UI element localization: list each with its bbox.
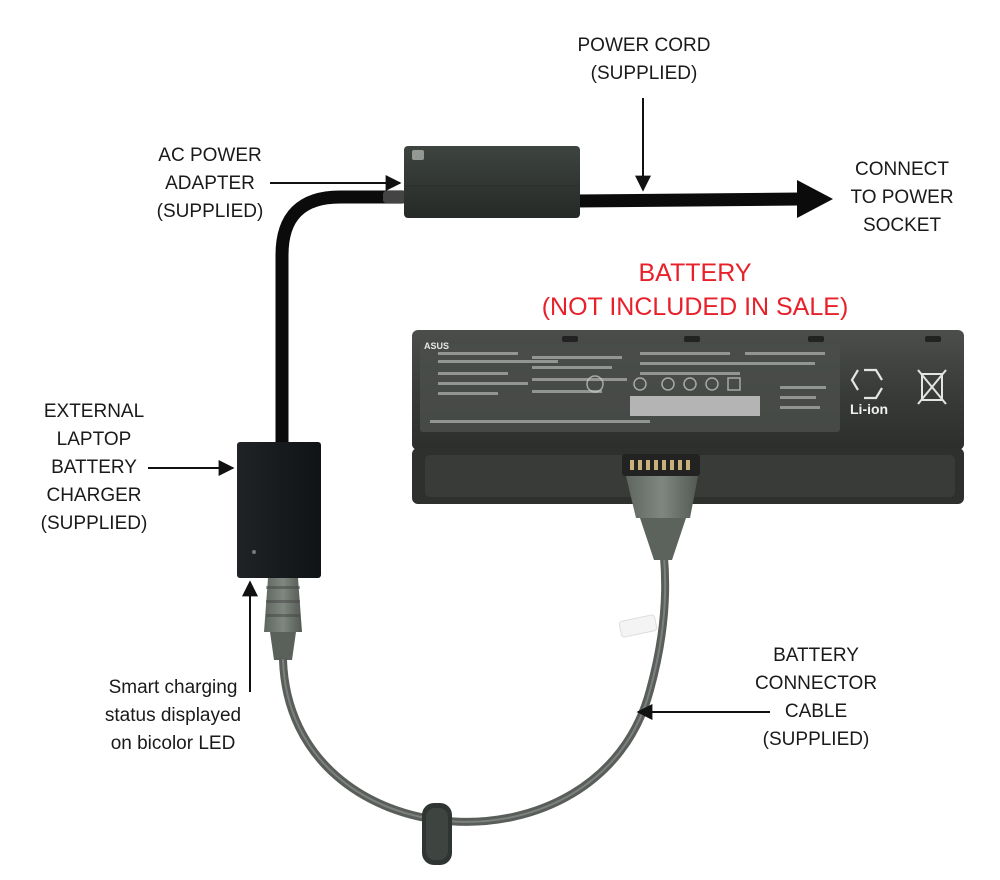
- battery-chemistry-label: Li-ion: [850, 401, 889, 417]
- battery-brand: ASUS: [424, 341, 450, 351]
- cable-strap: [422, 803, 452, 865]
- power-cord-arrowhead: [797, 180, 833, 218]
- bicolor-led: [252, 550, 256, 554]
- power-cord: [574, 180, 833, 218]
- external-charger: [237, 442, 321, 578]
- adapter-strain-relief: [383, 191, 409, 203]
- connector-cable: [279, 516, 670, 826]
- label-power-cord: POWER CORD (SUPPLIED): [577, 35, 711, 84]
- label-ac-adapter: AC POWER ADAPTER (SUPPLIED): [156, 145, 264, 222]
- label-external-charger: EXTERNAL LAPTOP BATTERY CHARGER (SUPPLIE…: [40, 401, 148, 534]
- label-connector-cable: BATTERY CONNECTOR CABLE (SUPPLIED): [754, 645, 878, 750]
- recycle-icon: [850, 368, 883, 400]
- ac-power-adapter: [404, 146, 580, 218]
- charger-plug: [264, 578, 302, 660]
- battery-connector: [622, 454, 700, 560]
- dc-cable: [275, 190, 409, 452]
- label-power-socket: CONNECT TO POWER SOCKET: [850, 159, 954, 236]
- label-battery: BATTERY (NOT INCLUDED IN SALE): [541, 259, 849, 321]
- cable-tag: [618, 614, 658, 638]
- label-led-status: Smart charging status displayed on bicol…: [104, 677, 242, 754]
- crossed-bin-icon: [917, 369, 947, 405]
